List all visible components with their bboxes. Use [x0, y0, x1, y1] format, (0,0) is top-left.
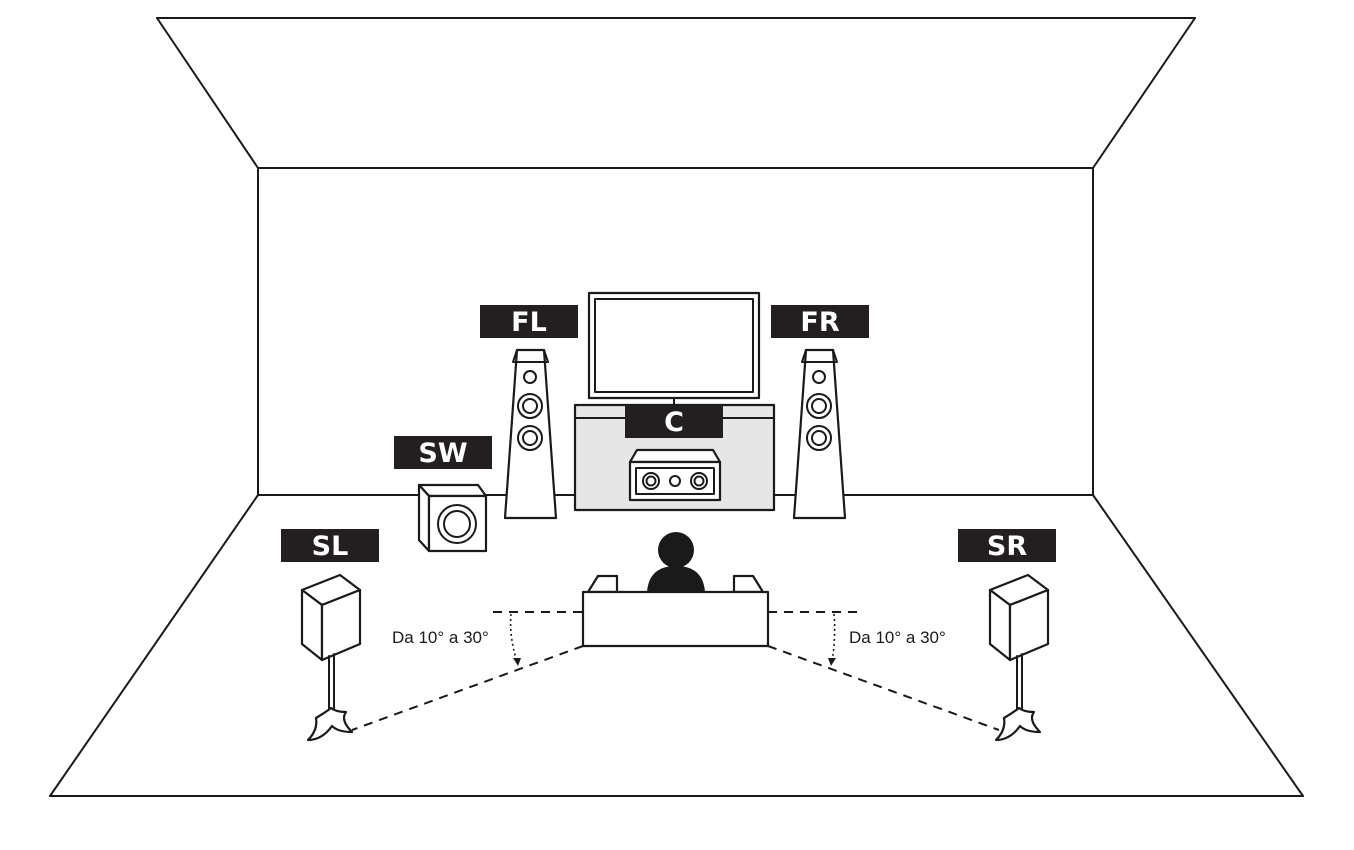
label-subwoofer-box	[394, 436, 492, 469]
surround-right-side	[1008, 588, 1050, 662]
subwoofer-side	[417, 483, 431, 553]
subwoofer-top	[417, 483, 488, 498]
tv-screen	[587, 291, 761, 400]
sofa-base	[581, 590, 770, 648]
front-right-woofer-1-inner	[811, 398, 827, 414]
label-front-left: FL	[480, 305, 578, 338]
front-right-woofer-2	[806, 425, 832, 451]
label-surround-right-text: SR	[987, 531, 1027, 562]
tv-screen-inner	[594, 298, 754, 393]
label-center-box	[625, 405, 723, 438]
front-right-woofer-1	[806, 393, 832, 419]
floor-edge-left	[49, 494, 259, 797]
angle-label-right: Da 10° a 30°	[849, 628, 946, 647]
floor-edge-right	[1092, 494, 1304, 797]
label-surround-left-box	[281, 529, 379, 562]
surround-right-speaker	[988, 573, 1050, 742]
center-woofer-right-inner	[693, 475, 705, 487]
front-left-woofer-2	[517, 425, 543, 451]
label-front-left-text: FL	[511, 307, 547, 338]
center-woofer-left-inner	[645, 475, 657, 487]
surround-left-speaker	[300, 573, 362, 742]
surround-right-stand-base	[994, 706, 1042, 742]
room	[49, 17, 1304, 797]
direction-line-left	[351, 645, 584, 731]
sofa-arm-left	[586, 574, 619, 594]
label-subwoofer-text: SW	[418, 438, 467, 469]
front-right-woofer-2-inner	[811, 430, 827, 446]
direction-line-right	[767, 645, 1000, 731]
front-left-woofer-1-inner	[522, 398, 538, 414]
center-woofer-left	[642, 472, 660, 490]
angle-arc-right	[831, 613, 836, 663]
label-front-left-box	[480, 305, 578, 338]
listener-head	[658, 532, 694, 568]
front-right-speaker-top	[801, 349, 838, 363]
subwoofer-driver-inner	[443, 510, 471, 538]
label-subwoofer: SW	[394, 436, 492, 469]
listener-body	[647, 566, 705, 592]
front-left-woofer-1	[517, 393, 543, 419]
sofa-arm-right	[732, 574, 765, 594]
label-surround-left: SL	[281, 529, 379, 562]
label-front-right-box	[771, 305, 869, 338]
front-left-woofer-2-inner	[522, 430, 538, 446]
angle-guides: Da 10° a 30° Da 10° a 30°	[351, 611, 1000, 731]
ceiling-edge-left	[156, 17, 259, 169]
speaker-labels: FL FR C SW SL SR	[281, 305, 1056, 562]
subwoofer-driver	[437, 504, 477, 544]
front-left-tweeter	[523, 370, 537, 384]
front-left-speaker	[503, 348, 558, 520]
front-right-speaker	[792, 348, 847, 520]
angle-label-left: Da 10° a 30°	[392, 628, 489, 647]
angle-arrow-right	[828, 658, 836, 666]
angle-arrow-left	[513, 658, 521, 666]
listening-position	[581, 532, 770, 648]
label-center-text: C	[664, 407, 684, 438]
front-left-speaker-top	[512, 349, 549, 363]
label-surround-left-text: SL	[312, 531, 349, 562]
ceiling-edge-right	[1092, 17, 1196, 169]
label-front-right: FR	[771, 305, 869, 338]
center-speaker-top	[628, 448, 722, 464]
subwoofer	[417, 483, 488, 553]
label-front-right-text: FR	[800, 307, 839, 338]
front-right-tweeter	[812, 370, 826, 384]
front-left-speaker-body	[503, 348, 558, 520]
surround-left-side	[320, 588, 362, 662]
label-center: C	[625, 405, 723, 438]
angle-arc-left	[509, 613, 518, 663]
front-right-speaker-body	[792, 348, 847, 520]
center-speaker-baffle	[635, 467, 715, 495]
label-surround-right: SR	[958, 529, 1056, 562]
center-tweeter	[669, 475, 681, 487]
center-woofer-right	[690, 472, 708, 490]
surround-left-stand-base	[306, 706, 354, 742]
label-surround-right-box	[958, 529, 1056, 562]
center-speaker	[628, 448, 722, 502]
